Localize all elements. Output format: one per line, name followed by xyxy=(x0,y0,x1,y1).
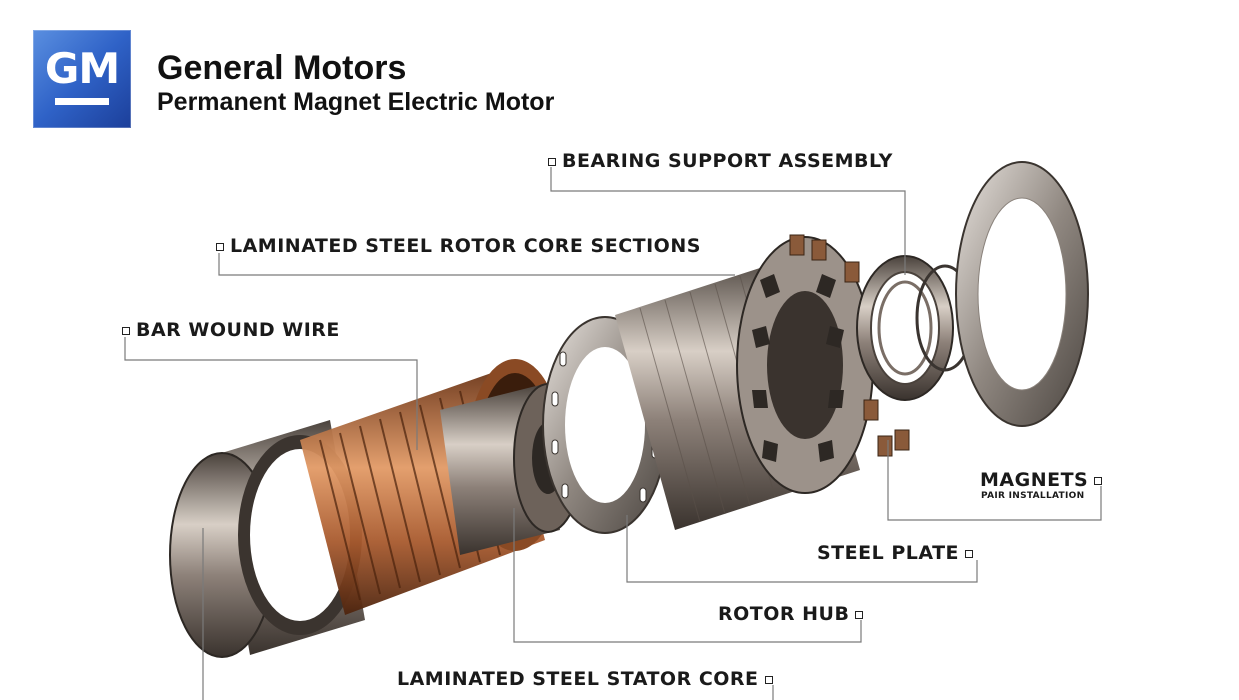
label-marker-icon xyxy=(764,675,773,684)
rotor-core-sections xyxy=(615,236,874,530)
label-rotor-hub: ROTOR HUB xyxy=(718,603,869,625)
page-subtitle: Permanent Magnet Electric Motor xyxy=(157,88,555,116)
label-stator-core: LAMINATED STEEL STATOR CORE xyxy=(397,668,779,690)
label-rotor-core-sections: LAMINATED STEEL ROTOR CORE SECTIONS xyxy=(210,235,701,257)
page-title: General Motors xyxy=(157,49,407,87)
label-marker-icon xyxy=(855,610,864,619)
label-bearing-support-assembly: BEARING SUPPORT ASSEMBLY xyxy=(542,150,893,172)
label-marker-icon xyxy=(122,326,130,335)
label-marker-icon xyxy=(965,549,974,558)
label-marker-icon xyxy=(548,157,556,166)
gm-logo: GM xyxy=(33,30,131,128)
label-steel-plate: STEEL PLATE xyxy=(817,542,979,564)
label-magnets-sub: PAIR INSTALLATION xyxy=(981,491,1085,501)
bearing-support-assembly xyxy=(856,255,975,401)
gm-logo-text: GM xyxy=(44,44,120,93)
label-marker-icon xyxy=(216,242,224,251)
label-bar-wound-wire: BAR WOUND WIRE xyxy=(116,319,340,341)
gm-logo-bar xyxy=(55,98,109,105)
end-plate-disc xyxy=(955,161,1089,427)
label-marker-icon xyxy=(1094,476,1103,485)
leader-lines xyxy=(124,167,1102,700)
label-magnets: MAGNETS xyxy=(980,469,1108,491)
